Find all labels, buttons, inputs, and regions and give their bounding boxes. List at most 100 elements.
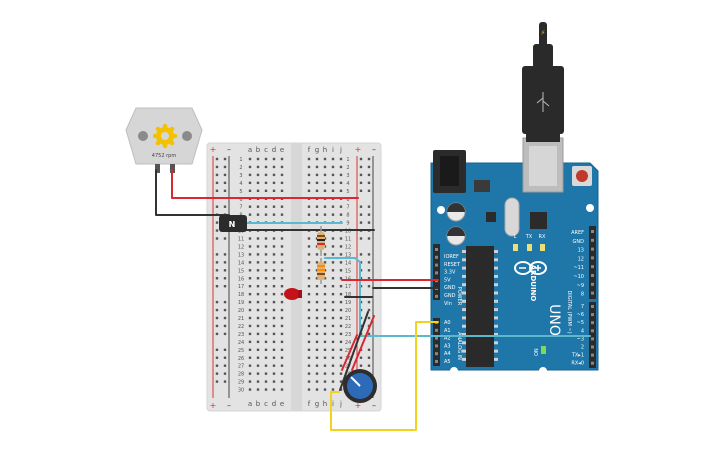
digital-header-top bbox=[589, 226, 596, 299]
resistor-1[interactable] bbox=[317, 226, 325, 256]
rail-plus-top-right: + bbox=[355, 145, 362, 154]
arduino-brand-text: ARDUINO bbox=[529, 265, 537, 302]
row-number: 14 bbox=[345, 260, 351, 266]
dc-motor[interactable]: 4752 rpm bbox=[125, 107, 203, 173]
reset-button[interactable] bbox=[572, 166, 592, 186]
analog-header bbox=[433, 318, 440, 366]
pin-label: A1 bbox=[444, 328, 451, 334]
usb-cable[interactable]: ⚡ bbox=[522, 22, 564, 142]
pin-label: AREF bbox=[571, 230, 584, 236]
row-number: 18 bbox=[345, 292, 351, 298]
row-number: 20 bbox=[345, 308, 351, 314]
row-number: 21 bbox=[238, 316, 244, 322]
pin-label: ~3 bbox=[577, 336, 584, 342]
wire-motor-red bbox=[171, 169, 359, 199]
pin-label: IOREF bbox=[444, 254, 459, 260]
row-number: 21 bbox=[345, 316, 351, 322]
row-number: 2 bbox=[346, 165, 349, 171]
pin-label: 13 bbox=[578, 248, 584, 254]
pin-label: 3.3V bbox=[444, 270, 456, 276]
arduino-logo bbox=[514, 261, 547, 275]
potentiometer[interactable] bbox=[343, 369, 377, 403]
capacitor-2 bbox=[446, 226, 466, 246]
row-number: 27 bbox=[238, 364, 244, 370]
row-number: 20 bbox=[238, 308, 244, 314]
svg-text:g: g bbox=[315, 400, 319, 408]
row-number: 23 bbox=[238, 332, 244, 338]
wire-red-pot-2 bbox=[341, 334, 358, 371]
motor-speed-label: 4752 rpm bbox=[152, 153, 177, 159]
pin-label: 4 bbox=[581, 328, 584, 334]
row-number: 17 bbox=[345, 284, 351, 290]
column-letters-top: a b c d e f g h i j bbox=[248, 146, 342, 154]
pin-label: RX◂0 bbox=[571, 361, 584, 367]
row-number: 18 bbox=[238, 292, 244, 298]
wire-motor-black bbox=[155, 169, 230, 216]
row-number: 4 bbox=[346, 181, 349, 187]
digital-header-bottom bbox=[589, 302, 596, 368]
svg-text:d: d bbox=[272, 400, 276, 408]
svg-text:i: i bbox=[332, 400, 334, 408]
rail-minus-top-right: – bbox=[372, 145, 376, 154]
svg-text:h: h bbox=[323, 146, 327, 154]
svg-text:e: e bbox=[280, 400, 284, 408]
digital-header-title: DIGITAL (PWM ~) bbox=[566, 290, 572, 333]
pin-label: ~10 bbox=[573, 274, 584, 280]
usb-bolt-icon: ⚡ bbox=[541, 29, 546, 37]
pin-label: ~5 bbox=[577, 320, 584, 326]
led-label-tx: TX bbox=[525, 234, 533, 240]
svg-text:f: f bbox=[308, 146, 311, 154]
led-label-rx: RX bbox=[539, 234, 546, 240]
row-number: 8 bbox=[346, 213, 349, 219]
pin-label: ~9 bbox=[577, 283, 584, 289]
svg-text:a: a bbox=[248, 400, 252, 408]
analog-header-title: ANALOG IN bbox=[456, 332, 462, 360]
pin-label: A0 bbox=[444, 320, 451, 326]
power-header-title: POWER bbox=[456, 287, 462, 306]
pin-label: A3 bbox=[444, 343, 451, 349]
column-letters-bottom: a b c d e f g h i j bbox=[248, 400, 342, 408]
red-led[interactable] bbox=[284, 288, 302, 300]
row-number: 29 bbox=[238, 380, 244, 386]
svg-text:j: j bbox=[339, 146, 342, 154]
svg-text:c: c bbox=[264, 146, 268, 154]
led-label-l: L bbox=[514, 234, 517, 240]
row-number: 23 bbox=[345, 332, 351, 338]
svg-text:d: d bbox=[272, 146, 276, 154]
arduino-uno-board[interactable]: L TX RX ON ARDUINO UNO POWER ANALOG IN D… bbox=[430, 137, 599, 375]
resistor-2[interactable] bbox=[317, 258, 325, 284]
row-number: 6 bbox=[239, 197, 242, 203]
row-number: 12 bbox=[345, 244, 351, 250]
pin-label: 2 bbox=[581, 345, 584, 351]
usb-symbol-icon bbox=[536, 92, 550, 112]
row-number: 30 bbox=[238, 388, 244, 394]
npn-transistor[interactable]: N bbox=[219, 215, 247, 232]
pin-label: A2 bbox=[444, 336, 451, 342]
svg-text:g: g bbox=[315, 146, 319, 154]
row-number: 26 bbox=[345, 356, 351, 362]
breadboard[interactable]: + – + – + – + – a b c d e f g h i j a b … bbox=[206, 142, 382, 412]
on-led-label: ON bbox=[534, 348, 540, 356]
rail-plus-bottom-left: + bbox=[210, 401, 217, 410]
svg-text:j: j bbox=[339, 400, 342, 408]
svg-text:b: b bbox=[256, 400, 261, 408]
rail-minus-top-left: – bbox=[227, 145, 231, 154]
wires[interactable] bbox=[155, 169, 591, 431]
svg-text:a: a bbox=[248, 146, 252, 154]
pin-label: 5V bbox=[444, 277, 451, 283]
motor-gear-icon bbox=[152, 123, 178, 149]
row-number: 17 bbox=[238, 284, 244, 290]
row-number: 5 bbox=[239, 189, 242, 195]
row-number: 13 bbox=[345, 252, 351, 258]
row-number: 1 bbox=[239, 157, 242, 163]
pin-label: 8 bbox=[581, 292, 584, 298]
svg-text:b: b bbox=[256, 146, 261, 154]
transistor-label: N bbox=[229, 220, 236, 229]
row-number: 12 bbox=[238, 244, 244, 250]
row-number: 11 bbox=[345, 237, 351, 243]
row-number: 4 bbox=[239, 181, 242, 187]
pin-label: Vin bbox=[444, 301, 452, 307]
